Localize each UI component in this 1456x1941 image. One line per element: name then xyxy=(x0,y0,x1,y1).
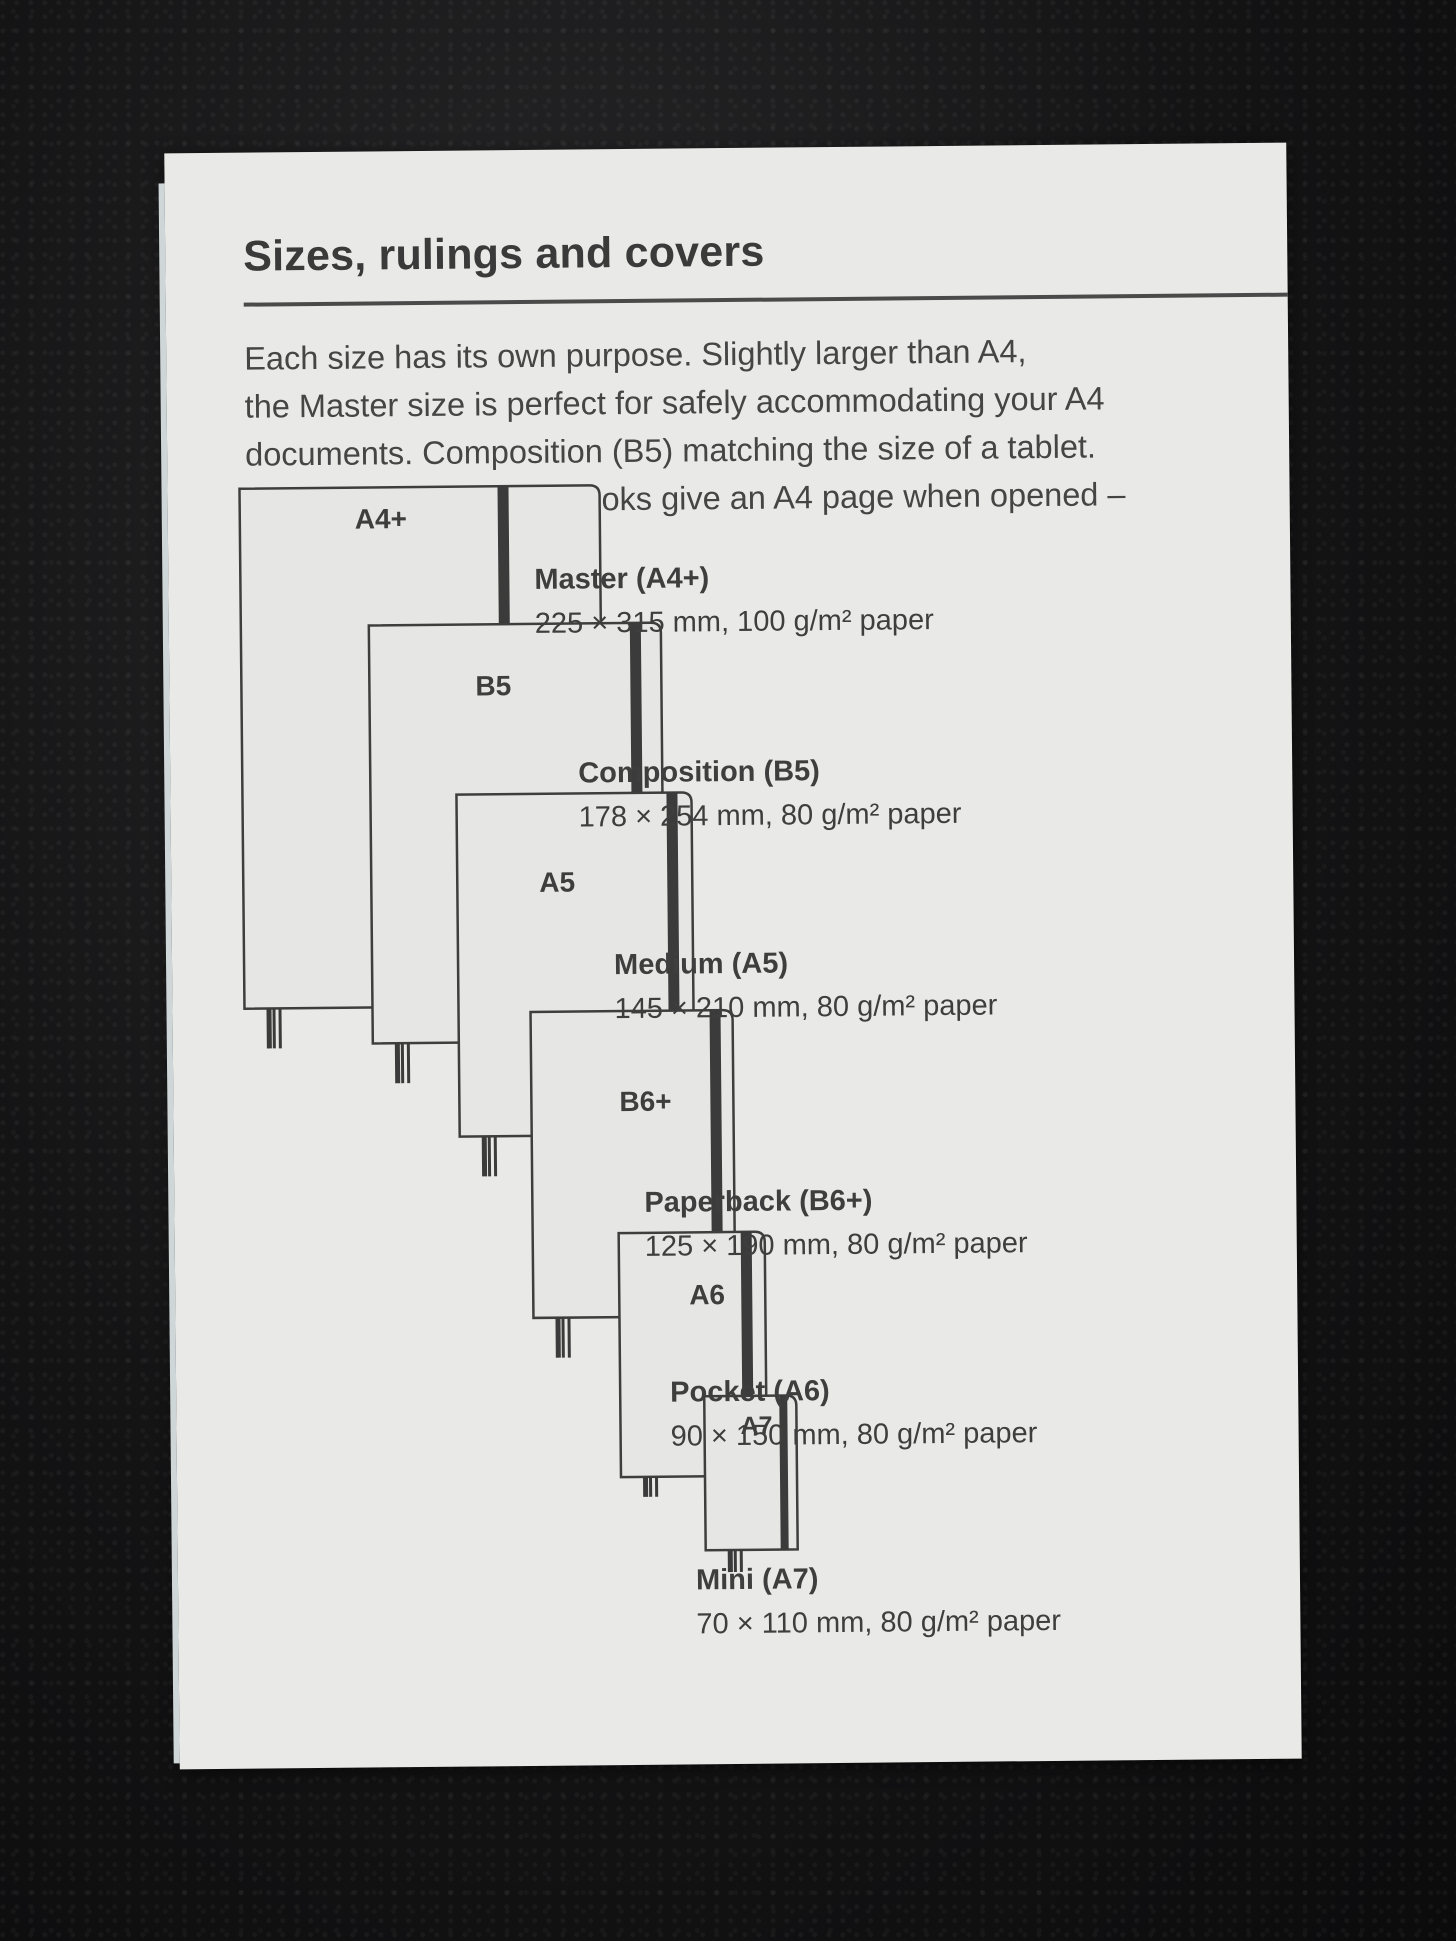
notebook-name: Master (A4+) xyxy=(534,556,933,600)
label-master: Master (A4+) 225 × 315 mm, 100 g/m² pape… xyxy=(534,556,934,648)
bookmark-ribbon xyxy=(488,1136,491,1176)
label-pocket: Pocket (A6) 90 × 150 mm, 80 g/m² paper xyxy=(670,1369,1038,1461)
notebook-spec: 145 × 210 mm, 80 g/m² paper xyxy=(614,981,997,1033)
bookmark-ribbon xyxy=(561,1318,564,1358)
bookmark-ribbon xyxy=(649,1477,652,1497)
notebook-size-code: A6 xyxy=(689,1279,725,1310)
bookmark-ribbon xyxy=(655,1477,658,1497)
bookmark-ribbon xyxy=(482,1136,487,1176)
bookmark-ribbon xyxy=(567,1318,570,1358)
bookmark-ribbon xyxy=(643,1477,648,1497)
bookmark-ribbon xyxy=(407,1043,410,1083)
bookmark-ribbon xyxy=(272,1008,275,1048)
notebook-spec: 90 × 150 mm, 80 g/m² paper xyxy=(670,1409,1037,1461)
notebook-name: Medium (A5) xyxy=(614,941,997,985)
notebook-size-code: A4+ xyxy=(355,503,407,534)
notebook-name: Pocket (A6) xyxy=(670,1369,1037,1413)
notebook-spec: 225 × 315 mm, 100 g/m² paper xyxy=(535,596,934,648)
label-paperback: Paperback (B6+) 125 × 190 mm, 80 g/m² pa… xyxy=(644,1179,1028,1271)
label-mini: Mini (A7) 70 × 110 mm, 80 g/m² paper xyxy=(696,1557,1061,1648)
bookmark-ribbon xyxy=(278,1008,281,1048)
notebook-spec: 178 × 254 mm, 80 g/m² paper xyxy=(578,790,961,842)
notebook-name: Paperback (B6+) xyxy=(644,1179,1027,1223)
notebook-spec: 70 × 110 mm, 80 g/m² paper xyxy=(696,1597,1061,1648)
notebook-size-code: B6+ xyxy=(619,1086,671,1117)
bookmark-ribbon xyxy=(395,1043,400,1083)
notebook-spec: 125 × 190 mm, 80 g/m² paper xyxy=(645,1219,1028,1271)
label-composition: Composition (B5) 178 × 254 mm, 80 g/m² p… xyxy=(578,750,962,842)
bookmark-ribbon xyxy=(494,1136,497,1176)
notebook-name: Mini (A7) xyxy=(696,1557,1061,1600)
label-medium: Medium (A5) 145 × 210 mm, 80 g/m² paper xyxy=(614,941,998,1033)
booklet-page: Sizes, rulings and covers Each size has … xyxy=(164,143,1301,1770)
notebook-name: Composition (B5) xyxy=(578,750,961,794)
notebook-size-code: A5 xyxy=(539,867,575,898)
bookmark-ribbon xyxy=(266,1008,271,1048)
bookmark-ribbon xyxy=(401,1043,404,1083)
notebook-size-code: B5 xyxy=(475,670,511,701)
bookmark-ribbon xyxy=(555,1318,560,1358)
